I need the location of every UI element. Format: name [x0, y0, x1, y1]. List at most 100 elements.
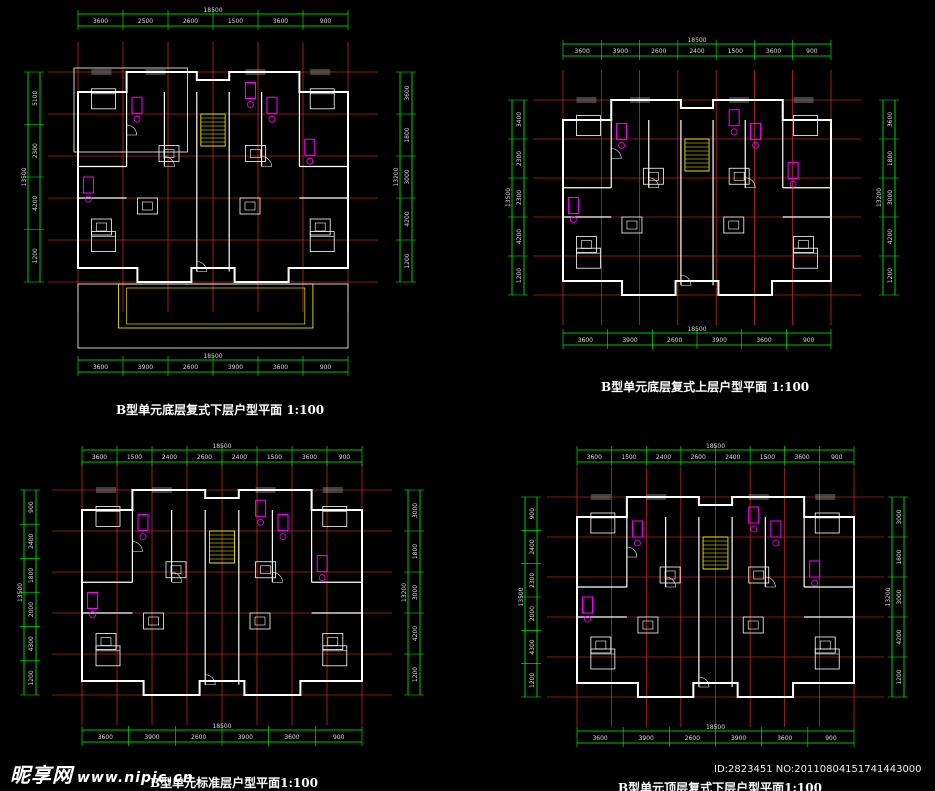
dimension-label: 3000: [887, 190, 894, 205]
dimension-label: 900: [806, 48, 818, 55]
furniture: [728, 167, 750, 185]
dimension-total: 18500: [706, 724, 725, 731]
furniture: [748, 566, 770, 584]
dimension-total: 18500: [203, 7, 222, 14]
bathroom-fixture: [318, 574, 326, 581]
furniture: [322, 633, 344, 650]
bathroom-fixture: [279, 533, 287, 540]
door-swing: [698, 676, 710, 688]
dimension-label: 3600: [273, 18, 288, 25]
door-swing: [164, 156, 175, 167]
exterior-wall: [576, 496, 855, 698]
dimension-label: 3600: [777, 735, 792, 742]
dimension-label: 1500: [228, 18, 243, 25]
dimension-label: 3600: [578, 337, 593, 344]
watermark-url: www.nipic.cn: [77, 770, 194, 786]
furniture: [314, 222, 326, 232]
dimension-label: 2000: [529, 606, 536, 621]
dimension-total: 18500: [212, 723, 231, 730]
dimension-label: 3600: [766, 48, 781, 55]
dimension-label: 3000: [896, 589, 903, 604]
door-swing: [626, 546, 638, 558]
dimension-label: 2600: [685, 735, 700, 742]
door-swing: [132, 541, 143, 552]
furniture: [590, 636, 612, 654]
furniture: [309, 218, 331, 236]
dimension-total: 18500: [687, 37, 706, 44]
bed: [309, 88, 335, 110]
dimension-label: 3600: [302, 454, 317, 461]
bathroom-fixture: [569, 216, 577, 223]
bathroom-fixture: [728, 109, 740, 127]
dimension-label: 900: [831, 454, 843, 461]
dimension-label: 3900: [639, 735, 654, 742]
dimension-label: 2400: [725, 454, 740, 461]
dimension-label: 4300: [28, 636, 35, 651]
bathroom-fixture: [137, 514, 149, 532]
dimension-total: 13200: [876, 188, 883, 207]
bathroom-fixture: [618, 141, 625, 149]
dimension-label: 3900: [228, 364, 243, 371]
dimension-label: 2600: [183, 18, 198, 25]
dimension-label: 900: [803, 337, 815, 344]
dimension-label: 5100: [32, 90, 39, 105]
dimension-label: 900: [320, 364, 332, 371]
garden-wall: [73, 67, 188, 153]
dimension-label: 3900: [731, 735, 746, 742]
dimension-label: 2600: [651, 48, 666, 55]
bathroom-fixture: [87, 592, 99, 609]
door-swing: [745, 177, 756, 189]
dimension-label: 1200: [28, 670, 35, 685]
bathroom-fixture: [246, 101, 254, 108]
bed: [309, 231, 335, 253]
dimension-label: 4200: [412, 626, 419, 641]
dimension-label: 900: [320, 18, 332, 25]
bathroom-fixture: [266, 96, 278, 114]
dimension-label: 2500: [138, 18, 153, 25]
dimension-label: 2400: [529, 539, 536, 554]
dimension-label: 2600: [183, 364, 198, 371]
exterior-wall: [562, 99, 832, 296]
dimension-total: 13200: [401, 583, 408, 602]
dimension-label: 4200: [896, 629, 903, 644]
stair: [684, 138, 710, 172]
bathroom-fixture: [82, 176, 94, 194]
bathroom-fixture: [772, 539, 780, 547]
dimension-label: 3900: [613, 48, 628, 55]
dimension-label: 2300: [516, 190, 523, 205]
furniture: [728, 220, 740, 230]
dimension-label: 4200: [404, 211, 411, 226]
dimension-label: 2300: [516, 151, 523, 166]
dimension-total: 13500: [21, 167, 28, 186]
dimension-label: 900: [28, 501, 35, 513]
bathroom-fixture: [750, 122, 762, 140]
porch-outline: [126, 287, 306, 325]
furniture: [148, 616, 159, 626]
dimension-total: 18500: [212, 443, 231, 450]
bathroom-fixture: [789, 180, 797, 188]
dimension-total: 13500: [518, 587, 525, 606]
plan-caption-4: B型单元顶层复式下层户型平面1:100: [618, 780, 822, 791]
bathroom-fixture: [631, 520, 643, 538]
exterior-wall: [77, 71, 349, 283]
bathroom-fixture: [811, 579, 819, 587]
dimension-total: 18500: [706, 443, 725, 450]
door-swing: [765, 576, 776, 588]
furniture: [170, 565, 182, 575]
bathroom-fixture: [306, 157, 314, 165]
furniture: [659, 566, 681, 584]
door-swing: [611, 148, 622, 159]
bathroom-fixture: [244, 82, 256, 99]
dimension-label: 2400: [656, 454, 671, 461]
dimension-label: 2600: [691, 454, 706, 461]
furniture: [250, 149, 261, 158]
bathroom-fixture: [787, 161, 799, 179]
bathroom-fixture: [616, 122, 628, 140]
bathroom-fixture: [752, 141, 759, 149]
bed: [576, 247, 601, 269]
plans-layer: 3600 2500 2600 1500 3600 900 18500 3600 3900 2600…: [17, 7, 908, 747]
